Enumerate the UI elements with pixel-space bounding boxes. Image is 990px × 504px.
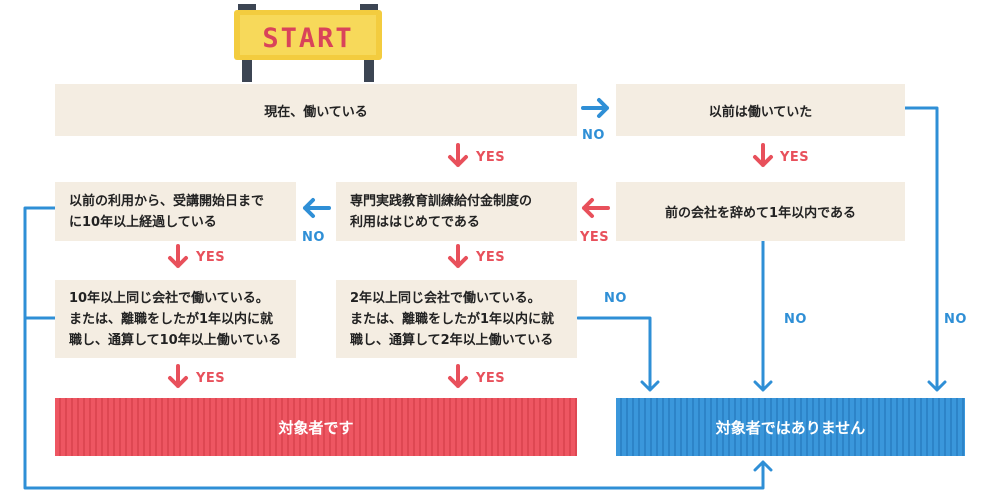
yes-arrow-6 xyxy=(448,364,468,388)
no-arrow-left xyxy=(303,198,331,218)
box-quit-within-year: 前の会社を辞めて1年以内である xyxy=(616,182,905,241)
yes-arrow-1 xyxy=(448,143,468,167)
no-line-loop xyxy=(23,206,773,490)
no-line-two-years xyxy=(576,316,660,392)
box-two-years-same-company-text: 2年以上同じ会社で働いている。 または、離職をしたが1年以内に就 職し、通算して… xyxy=(350,290,555,348)
banner-pole-left xyxy=(242,58,252,82)
no-label-5: NO xyxy=(944,312,967,327)
box-first-time-use: 専門実践教育訓練給付金制度の 利用ははじめてである xyxy=(336,182,577,241)
no-arrow-right xyxy=(581,98,609,118)
yes-label-2: YES xyxy=(780,150,810,165)
box-ten-years-since-last: 以前の利用から、受講開始日まで に10年以上経過している xyxy=(55,182,296,241)
no-label-2: NO xyxy=(302,230,325,245)
box-first-time-use-text: 専門実践教育訓練給付金制度の 利用ははじめてである xyxy=(350,193,533,230)
yes-label-3: YES xyxy=(580,230,610,245)
yes-arrow-4 xyxy=(448,244,468,268)
yes-arrow-2 xyxy=(753,143,773,167)
box-currently-working: 現在、働いている xyxy=(55,84,577,136)
result-eligible-text: 対象者です xyxy=(278,418,354,437)
banner-pole-right xyxy=(364,58,374,82)
box-ten-years-same-company-text: 10年以上同じ会社で働いている。 または、離職をしたが1年以内に就 職し、通算し… xyxy=(69,290,282,348)
box-ten-years-since-last-text: 以前の利用から、受講開始日まで に10年以上経過している xyxy=(69,193,265,230)
box-ten-years-same-company: 10年以上同じ会社で働いている。 または、離職をしたが1年以内に就 職し、通算し… xyxy=(55,280,296,358)
yes-arrow-5 xyxy=(168,364,188,388)
no-label-4: NO xyxy=(784,312,807,327)
yes-label-5: YES xyxy=(476,250,506,265)
no-label-1: NO xyxy=(582,128,605,143)
start-banner: START xyxy=(234,4,382,82)
banner-pole-cap-left xyxy=(238,4,256,10)
box-two-years-same-company: 2年以上同じ会社で働いている。 または、離職をしたが1年以内に就 職し、通算して… xyxy=(336,280,577,358)
start-label: START xyxy=(262,23,353,54)
result-eligible: 対象者です xyxy=(55,398,577,456)
no-line-quit xyxy=(753,239,773,392)
banner-pole-cap-right xyxy=(360,4,378,10)
yes-label-7: YES xyxy=(476,371,506,386)
box-quit-within-year-text: 前の会社を辞めて1年以内である xyxy=(665,206,856,221)
no-label-3: NO xyxy=(604,291,627,306)
result-not-eligible-text: 対象者ではありません xyxy=(715,418,866,437)
box-previously-worked: 以前は働いていた xyxy=(616,84,905,136)
yes-label-4: YES xyxy=(196,250,226,265)
banner-inner xyxy=(240,15,376,55)
result-not-eligible: 対象者ではありません xyxy=(616,398,965,456)
yes-arrow-left xyxy=(582,198,610,218)
box-previously-worked-text: 以前は働いていた xyxy=(708,104,813,120)
no-line-previously xyxy=(903,106,947,392)
box-currently-working-text: 現在、働いている xyxy=(264,104,368,120)
yes-label-1: YES xyxy=(476,150,506,165)
yes-label-6: YES xyxy=(196,371,226,386)
yes-arrow-3 xyxy=(168,244,188,268)
